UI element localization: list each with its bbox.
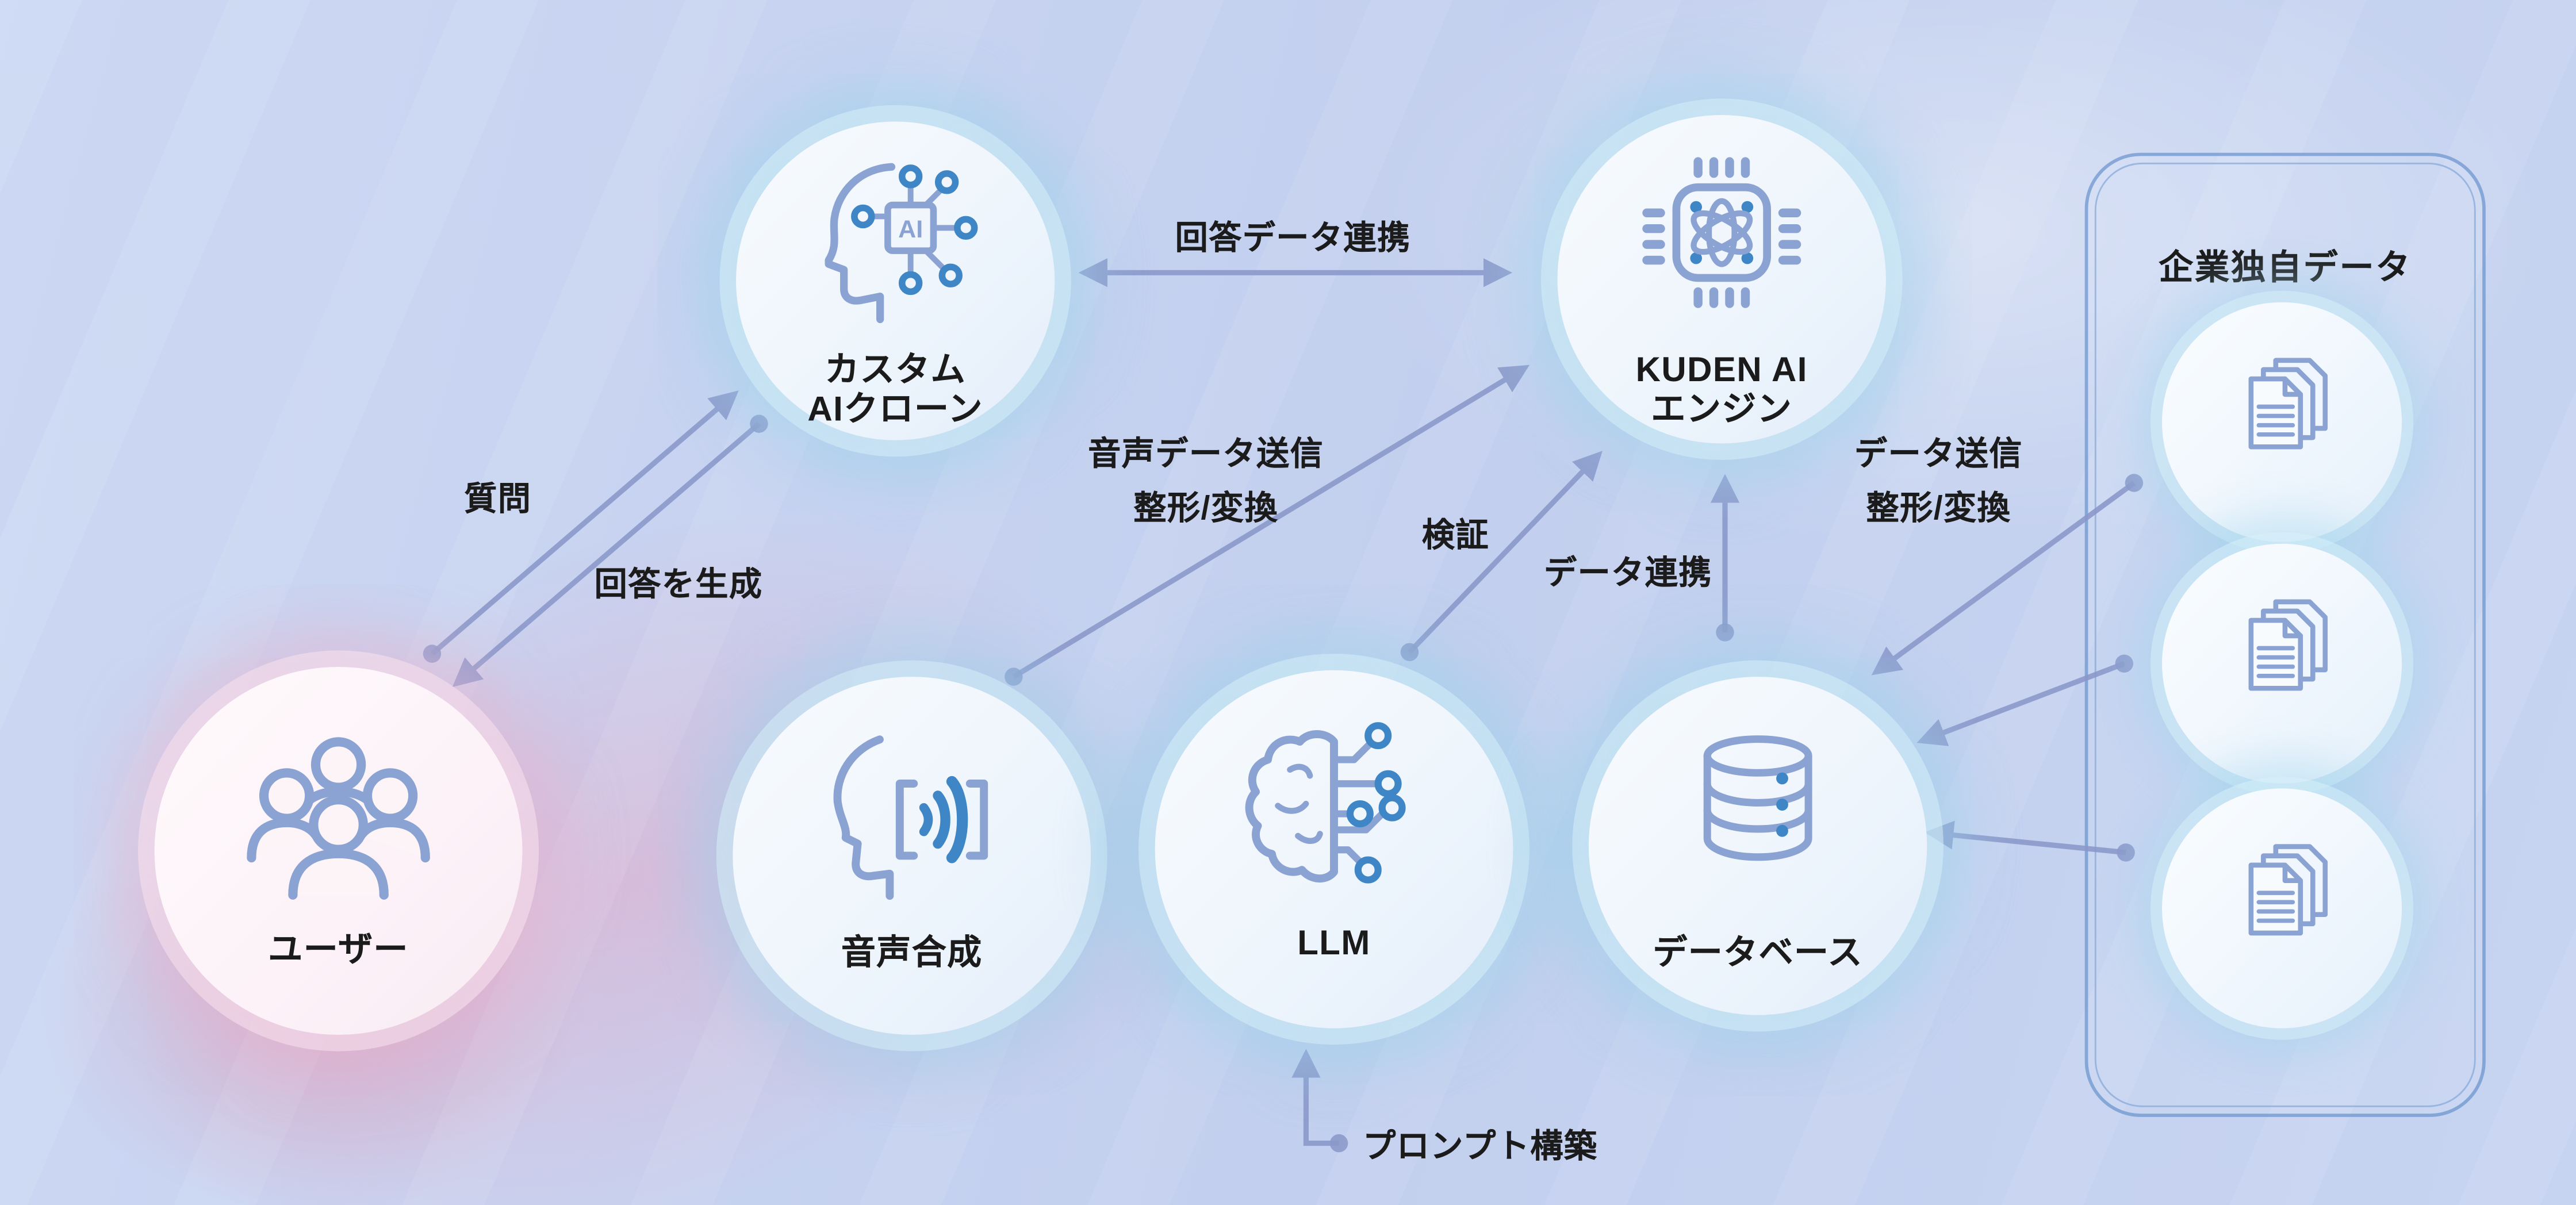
node-voice-synthesis: 音声合成: [733, 677, 1091, 1035]
edge-data-send-doc3: [1925, 820, 2135, 862]
edge-prompt-build: [1291, 1049, 1348, 1153]
edge-data-link: [1710, 474, 1740, 642]
kuden-ai-engine-label-line2: エンジン: [1651, 391, 1793, 429]
documents-icon: [2248, 844, 2328, 936]
node-doc-stack-1: [2162, 302, 2402, 542]
voice-synthesis-label: 音声合成: [841, 934, 983, 973]
custom-ai-clone-label-line1: カスタム: [825, 351, 966, 390]
voice-data-send-label-line1: 音声データ送信: [1088, 437, 1324, 473]
answer-data-link-label: 回答データ連携: [1175, 221, 1411, 258]
documents-icon: [2248, 599, 2328, 691]
node-doc-stack-3: [2162, 788, 2402, 1029]
database-icon: [1703, 735, 1812, 861]
node-doc-stack-2: [2162, 543, 2402, 784]
node-custom-ai-clone: AI カスタム AIクローン: [736, 121, 1055, 440]
users-group-icon: [247, 737, 430, 900]
node-kuden-ai-engine: KUDEN AI エンジン: [1557, 115, 1886, 444]
node-database: データベース: [1588, 677, 1927, 1015]
user-circle: ユーザー: [154, 667, 523, 1035]
voice-data-send-label: 音声データ送信 整形/変換: [1088, 429, 1324, 538]
edge-data-send-doc2: [1916, 654, 2133, 746]
edge-data-send-doc1: [1871, 474, 2144, 676]
question-label: 質問: [464, 482, 532, 519]
node-llm: LLM: [1155, 670, 1513, 1029]
enterprise-data-title: 企業独自データ: [2159, 250, 2412, 287]
llm-circle: LLM: [1155, 670, 1513, 1029]
brain-circuit-icon: [1245, 722, 1406, 884]
database-circle: データベース: [1588, 677, 1927, 1015]
data-link-label: データ連携: [1544, 556, 1712, 592]
doc-stack-circle-3: [2162, 788, 2402, 1029]
data-send-label: データ送信 整形/変換: [1854, 429, 2023, 538]
enterprise-data-panel-inner-border: [2094, 162, 2476, 1107]
custom-ai-clone-label-line2: AIクローン: [807, 391, 983, 429]
doc-stack-circle-1: [2162, 302, 2402, 542]
edge-generate-answer: [452, 415, 768, 688]
data-send-label-line1: データ送信: [1854, 437, 2023, 473]
kuden-ai-engine-label: KUDEN AI エンジン: [1558, 351, 1886, 430]
custom-ai-clone-label: カスタム AIクローン: [736, 351, 1055, 430]
generate-answer-label: 回答を生成: [594, 567, 763, 604]
voice-synthesis-circle: 音声合成: [733, 677, 1091, 1035]
doc-stack-circle-2: [2162, 543, 2402, 784]
verification-label: 検証: [1421, 518, 1489, 555]
node-user: ユーザー: [154, 667, 523, 1035]
edge-voice-data-send: [1005, 364, 1530, 686]
voice-data-send-label-line2: 整形/変換: [1133, 491, 1278, 528]
database-label: データベース: [1653, 934, 1863, 973]
kuden-ai-engine-label-line1: KUDEN AI: [1635, 351, 1808, 390]
data-send-label-line2: 整形/変換: [1866, 491, 2011, 528]
speech-synthesis-icon: [833, 735, 988, 900]
edge-verification: [1400, 451, 1603, 661]
custom-ai-clone-circle: AI カスタム AIクローン: [736, 121, 1055, 440]
llm-label: LLM: [1297, 924, 1371, 963]
ai-chip-atom-icon: [1642, 157, 1801, 308]
documents-icon: [2248, 358, 2328, 450]
ai-head-chip-icon: AI: [825, 163, 978, 324]
edge-question: [423, 390, 739, 663]
user-label: ユーザー: [268, 931, 409, 969]
prompt-build-label: プロンプト構築: [1363, 1129, 1598, 1166]
ai-chip-text: AI: [898, 216, 923, 243]
kuden-ai-engine-circle: KUDEN AI エンジン: [1557, 115, 1886, 444]
